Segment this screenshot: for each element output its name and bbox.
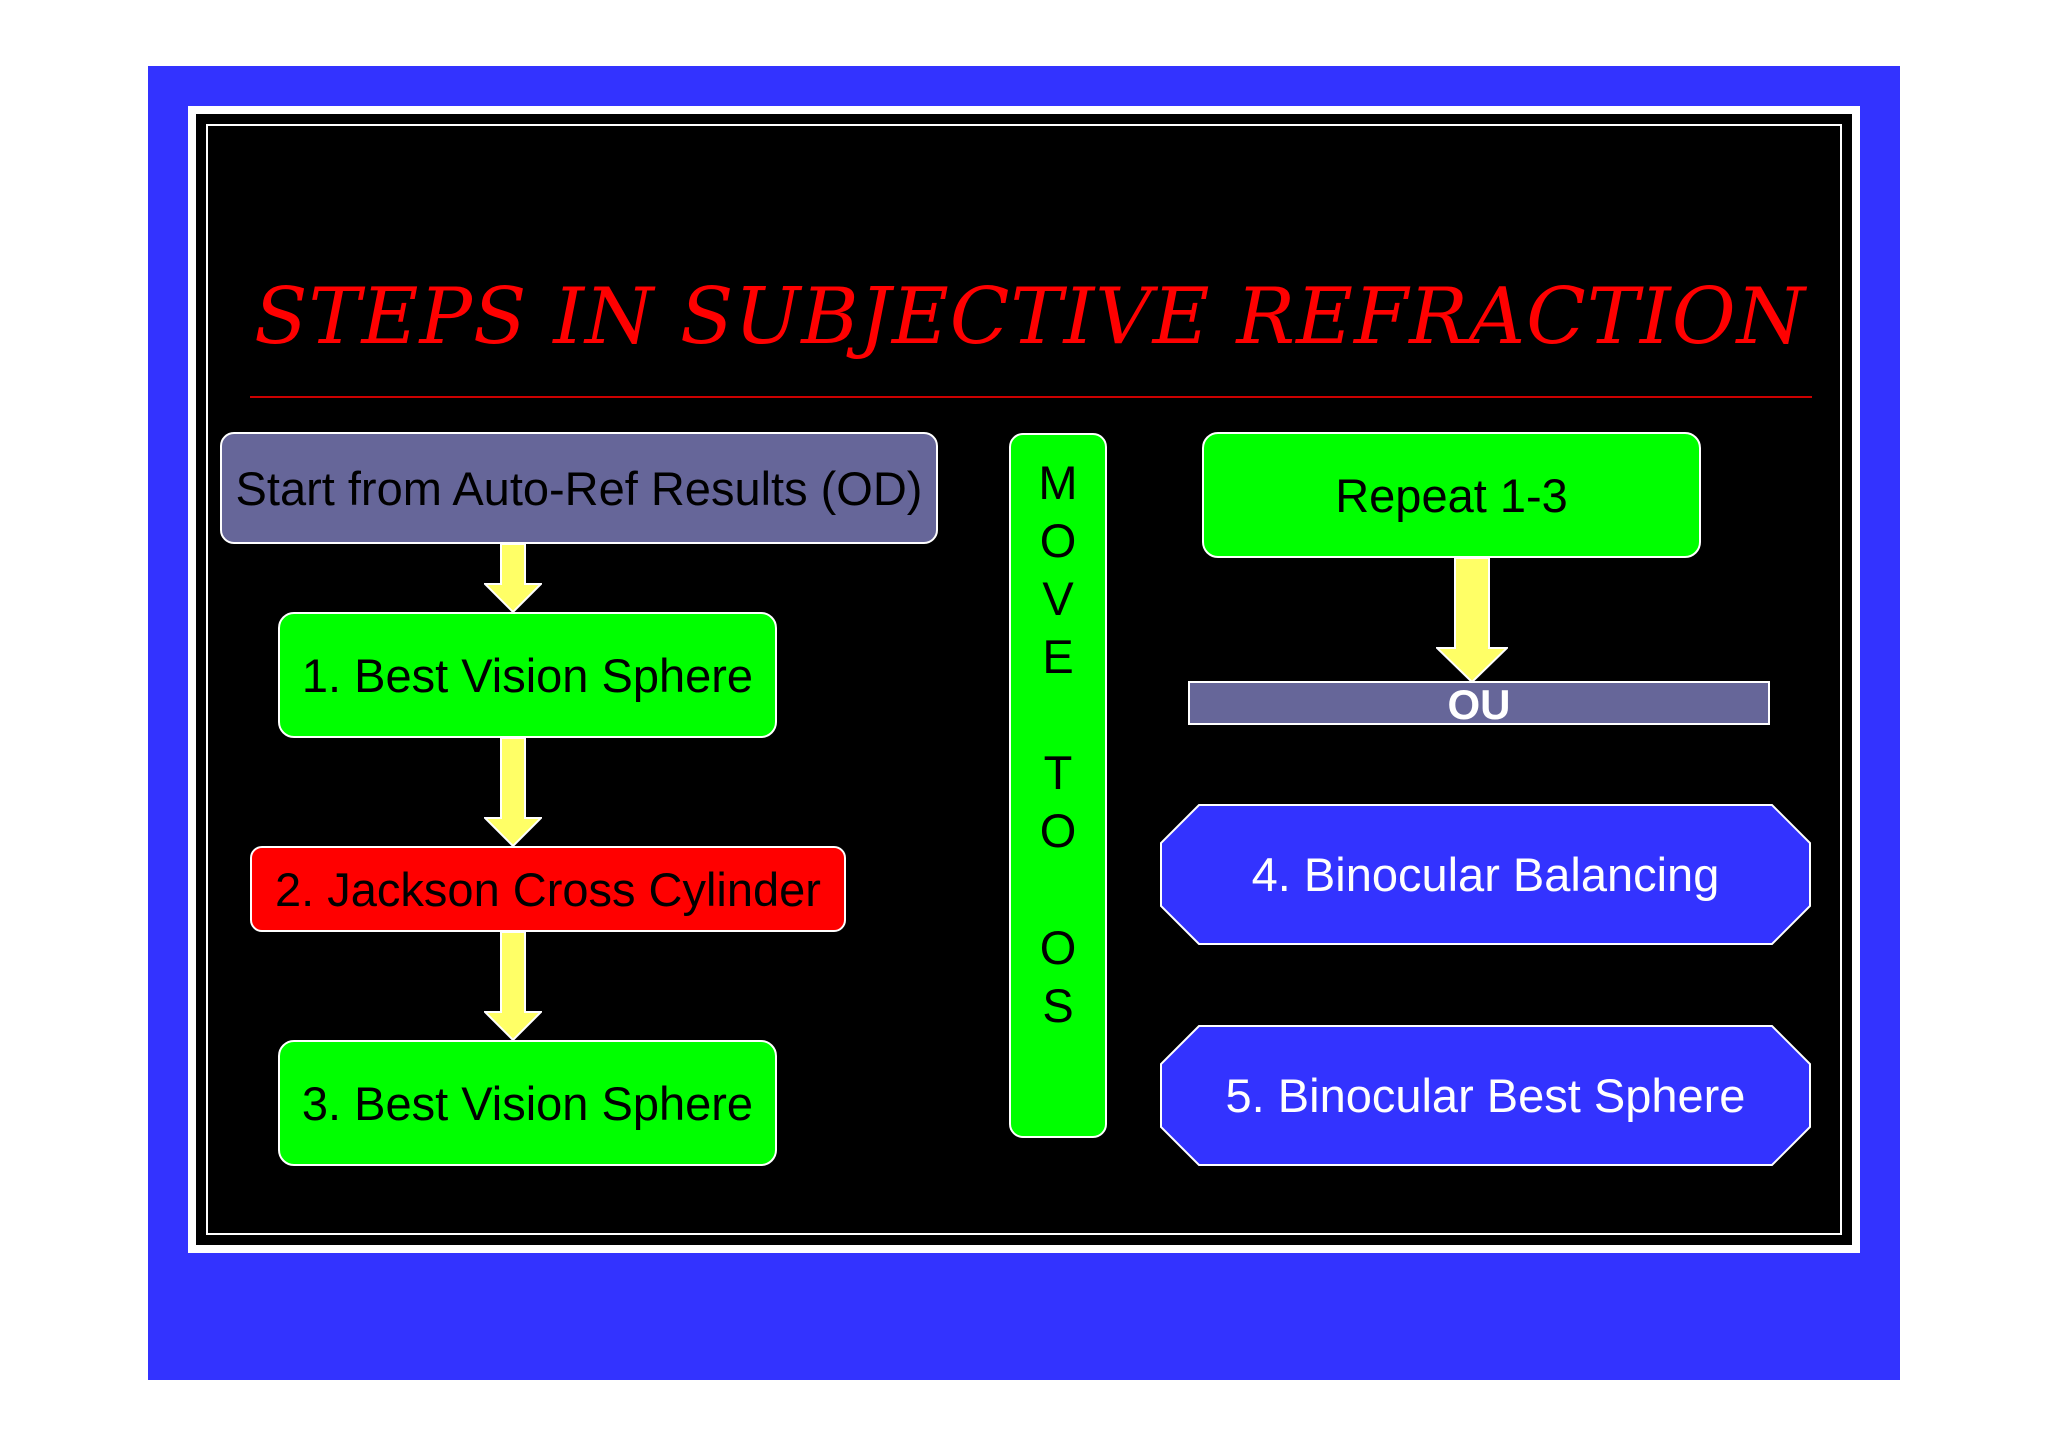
move-letter: O: [1039, 514, 1077, 567]
step2-label: 2. Jackson Cross Cylinder: [275, 862, 821, 916]
move-letter: O: [1039, 804, 1077, 857]
repeat-label: Repeat 1-3: [1335, 468, 1568, 522]
step4-label: 4. Binocular Balancing: [1251, 848, 1720, 901]
start-box: Start from Auto-Ref Results (OD): [220, 432, 938, 544]
down-arrow-icon: [484, 738, 542, 848]
inner-border: [206, 124, 1842, 1235]
move-letter: V: [1042, 572, 1074, 625]
step5-box: 5. Binocular Best Sphere: [1160, 1025, 1811, 1166]
start-label: Start from Auto-Ref Results (OD): [235, 461, 923, 515]
step1-box: 1. Best Vision Sphere: [278, 612, 777, 738]
repeat-box: Repeat 1-3: [1202, 432, 1701, 558]
move-letter: M: [1038, 456, 1078, 509]
move-letter: S: [1042, 979, 1074, 1032]
ou-label: OU: [1447, 681, 1511, 728]
step5-label: 5. Binocular Best Sphere: [1225, 1069, 1746, 1122]
title-underline: [250, 396, 1812, 398]
step3-label: 3. Best Vision Sphere: [301, 1076, 754, 1130]
down-arrow-icon: [484, 544, 542, 614]
down-arrow-icon: [484, 932, 542, 1042]
move-letter: E: [1042, 630, 1074, 683]
step2-box: 2. Jackson Cross Cylinder: [250, 846, 846, 932]
step4-box: 4. Binocular Balancing: [1160, 804, 1811, 945]
octagon-shape: [1160, 1025, 1811, 1166]
ou-bar: OU: [1188, 681, 1770, 728]
down-arrow-icon: [1436, 558, 1508, 684]
slide-title: STEPS IN SUBJECTIVE REFRACTION: [254, 272, 1806, 362]
step1-label: 1. Best Vision Sphere: [301, 648, 754, 702]
step3-box: 3. Best Vision Sphere: [278, 1040, 777, 1166]
octagon-shape: [1160, 804, 1811, 945]
move-letter: O: [1039, 921, 1077, 974]
move-letter: T: [1043, 746, 1073, 799]
